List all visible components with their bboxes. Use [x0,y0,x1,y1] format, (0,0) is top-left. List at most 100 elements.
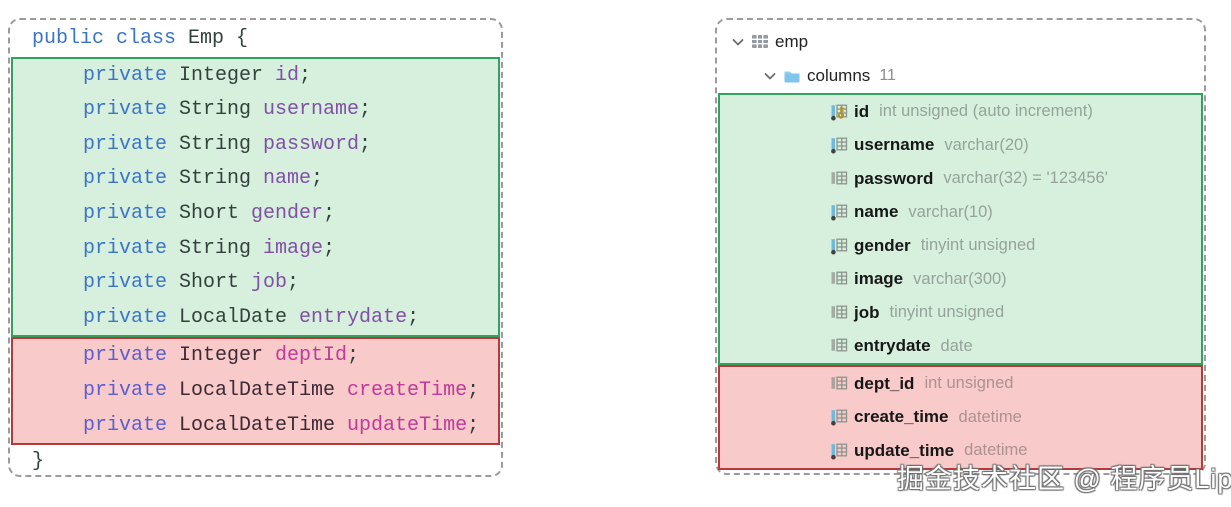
column-icon [831,271,848,285]
semicolon: ; [359,132,372,156]
tree-row-column-username[interactable]: username varchar(20) [720,129,1201,163]
column-name: image [854,269,904,289]
column-type: datetime [964,441,1028,460]
tree-row-column-create-time[interactable]: create_time datetime [720,401,1201,435]
tree-row-column-job[interactable]: job tinyint unsigned [720,296,1201,330]
keyword-private: private [83,132,168,156]
field-name: name [263,167,312,191]
tree-row-columns-folder[interactable]: columns 11 [717,59,1204,93]
keyword-private: private [83,98,168,122]
field-line-name: private String name; [13,162,498,197]
db-table-tree-panel: emp columns 11 id int unsigned (auto inc… [715,18,1206,475]
tree-row-column-id[interactable]: id int unsigned (auto increment) [720,95,1201,129]
field-name: gender [251,201,324,225]
field-name: createTime [347,378,468,402]
field-type: String [179,167,252,191]
tree-row-column-name[interactable]: name varchar(10) [720,196,1201,230]
column-type: tinyint unsigned [920,236,1036,255]
field-name: password [263,132,360,156]
tree-row-table-emp[interactable]: emp [717,25,1204,59]
keyword-private: private [83,305,168,329]
field-type: LocalDateTime [179,378,336,402]
keyword-private: private [83,271,168,295]
column-type: tinyint unsigned [889,303,1005,322]
keyword-private: private [83,413,168,437]
table-name: emp [775,32,809,51]
keyword-private: private [83,236,168,260]
column-type: varchar(300) [913,269,1007,288]
field-type: Short [179,201,240,225]
columns-folder-label: columns [807,66,871,85]
field-line-password: private String password; [13,128,498,163]
column-icon [831,338,848,352]
tree-row-column-update-time[interactable]: update_time datetime [720,434,1201,468]
column-icon [831,137,848,154]
column-type: varchar(32) = '123456' [943,169,1108,188]
field-type: String [179,132,252,156]
column-icon [831,204,848,221]
column-type: datetime [958,407,1022,426]
chevron-down-icon[interactable] [761,67,779,85]
field-type: Short [179,271,240,295]
column-type: int unsigned [924,374,1014,393]
field-name: entrydate [299,305,408,329]
tree-row-column-image[interactable]: image varchar(300) [720,263,1201,297]
semicolon: ; [359,98,372,122]
column-name: job [854,302,880,322]
semicolon: ; [467,378,480,402]
column-type: date [940,336,973,355]
keyword-private: private [83,63,168,87]
column-name: password [854,168,934,188]
db-green-highlight-block: id int unsigned (auto increment) usernam… [718,93,1203,365]
column-icon [831,409,848,426]
field-line-createtime: private LocalDateTime createTime; [13,374,498,409]
class-name: Emp [188,27,225,50]
open-brace: { [236,27,249,50]
keyword-class: class [116,27,177,50]
column-name: name [854,202,899,222]
column-icon [831,305,848,319]
class-declaration-line: public class Emp { [10,22,501,57]
tree-row-column-gender[interactable]: gender tinyint unsigned [720,229,1201,263]
keyword-private: private [83,378,168,402]
field-name: deptId [275,344,348,368]
tree-row-column-entrydate[interactable]: entrydate date [720,330,1201,364]
semicolon: ; [299,63,312,87]
column-icon [831,171,848,185]
semicolon: ; [407,305,420,329]
field-name: updateTime [347,413,468,437]
class-close-brace-line: } [10,445,501,480]
tree-row-column-password[interactable]: password varchar(32) = '123456' [720,162,1201,196]
column-name: id [854,101,870,121]
column-icon [831,238,848,255]
column-name: dept_id [854,373,915,393]
chevron-down-icon[interactable] [729,33,747,51]
field-name: image [263,236,324,260]
semicolon: ; [323,236,336,260]
keyword-public: public [32,27,105,50]
semicolon: ; [311,167,324,191]
field-name: username [263,98,360,122]
db-red-highlight-block: dept_id int unsigned create_time datetim… [718,365,1203,470]
column-type: varchar(10) [908,202,993,221]
field-type: LocalDateTime [179,413,336,437]
column-name: username [854,135,935,155]
columns-count-badge: 11 [879,67,896,84]
tree-row-column-dept-id[interactable]: dept_id int unsigned [720,367,1201,401]
column-name: update_time [854,440,955,460]
column-name: create_time [854,407,949,427]
column-icon [831,376,848,390]
field-type: String [179,98,252,122]
semicolon: ; [287,271,300,295]
keyword-private: private [83,167,168,191]
field-line-username: private String username; [13,93,498,128]
